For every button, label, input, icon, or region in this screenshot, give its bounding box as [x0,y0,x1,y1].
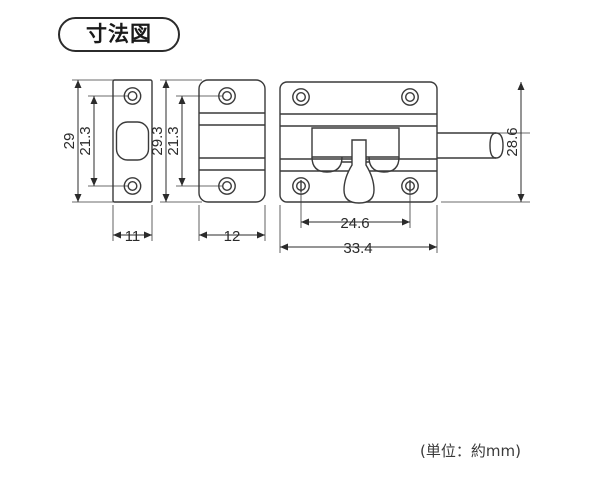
dimension-block-width: 12 [198,205,266,245]
dimension-block-height: 29.3 [149,80,170,202]
dimension-block-holes: 21.3 [165,96,186,186]
dim-label-strike-width: 11 [125,228,141,245]
dimension-strike-holes: 21.3 [77,96,98,186]
block-screw-hole-top-inner [221,90,232,101]
bolt-screw-hole-tl-outer [292,88,310,106]
strike-bolt-opening [115,121,150,161]
dim-label-bolt-width: 33.4 [343,240,372,257]
thumb-knob [343,139,375,204]
bolt-rod [437,132,504,159]
dimension-strike-height: 29 [61,80,82,202]
dim-label-bolt-height: 28.6 [504,127,521,156]
part-barrel-bolt [279,81,504,204]
strike-screw-hole-top-inner [127,90,138,101]
dim-label-strike-height: 29 [61,133,78,150]
bolt-screw-hole-tl-inner [296,91,307,102]
dim-label-block-width: 12 [224,228,241,245]
strike-plate-outline [112,79,153,203]
part-mounting-block [198,79,266,203]
bolt-screw-hole-tr-inner [405,91,416,102]
mounting-block-outline [198,79,266,203]
slide-bar-end-right [368,156,400,173]
dim-label-block-holes: 21.3 [165,126,182,155]
unit-note: (単位：約mm) [420,442,521,460]
strike-extension-lines [72,79,128,203]
strike-screw-hole-bottom-inner [127,180,138,191]
page-title: 寸法図 [86,22,152,46]
block-extension-lines [160,79,222,203]
bolt-rod-end-cap [489,132,497,159]
dimension-bolt-height: 28.6 [504,82,525,202]
slide-bar-end-left [311,156,343,173]
part-strike-plate [112,79,153,203]
dim-label-strike-holes: 21.3 [77,126,94,155]
page-title-pill: 寸法図 [58,17,180,52]
dimension-bolt-screws: 24.6 [301,215,410,232]
dim-label-block-height: 29.3 [149,126,166,155]
bolt-screw-hole-tr-outer [401,88,419,106]
dim-label-bolt-screws: 24.6 [340,215,369,232]
block-screw-hole-bottom-inner [221,180,232,191]
dimension-bolt-width: 33.4 [280,240,437,257]
dimension-strike-width: 11 [112,205,153,245]
